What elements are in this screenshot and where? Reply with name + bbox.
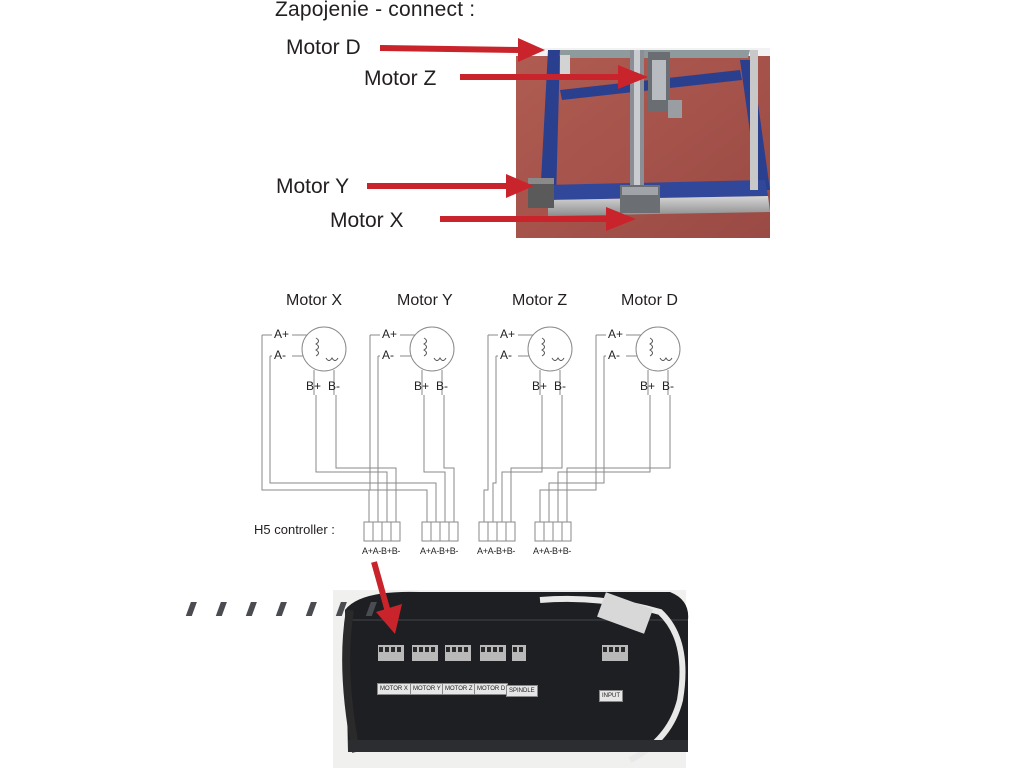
wire <box>539 334 606 522</box>
controller-terminal-block <box>478 521 516 542</box>
motor-title: Motor X <box>286 292 343 309</box>
controller-terminal-block <box>363 521 401 542</box>
controller-terminal-label: A+A-B+B- <box>362 546 401 556</box>
terminal-label-a-plus: A+ <box>382 327 398 341</box>
controller-terminal-label: A+A-B+B- <box>420 546 459 556</box>
controller-terminal-label: A+A-B+B- <box>477 546 516 556</box>
panel-connector <box>512 645 526 661</box>
terminal-label-a-plus: A+ <box>500 327 516 341</box>
terminal-label-a-minus: A- <box>608 348 620 362</box>
terminal-label-b-plus: B+ <box>414 379 430 393</box>
controller-box <box>345 591 689 752</box>
machine-frame <box>528 50 770 216</box>
terminal-label-b-plus: B+ <box>640 379 656 393</box>
terminal-label-a-minus: A- <box>382 348 394 362</box>
motor-title: Motor D <box>621 292 678 309</box>
callout-motor-x: Motor X <box>330 209 404 232</box>
callout-motor-d: Motor D <box>286 36 361 59</box>
panel-label: MOTOR X <box>377 683 411 695</box>
panel-label: INPUT <box>599 690 623 702</box>
terminal-label-b-plus: B+ <box>306 379 322 393</box>
controller-label: H5 controller : <box>254 522 335 537</box>
motor-symbol <box>527 326 573 372</box>
page-title: Zapojenie - connect : <box>275 0 476 21</box>
motor-symbol <box>301 326 347 372</box>
wire <box>557 370 651 522</box>
terminal-label-b-minus: B- <box>328 379 340 393</box>
wire <box>261 334 370 522</box>
wire <box>492 355 498 522</box>
controller-terminal-block <box>534 521 572 542</box>
terminal-label-b-minus: B- <box>662 379 674 393</box>
panel-connector <box>378 645 404 661</box>
panel-label: MOTOR D <box>474 683 509 695</box>
wire <box>369 334 428 522</box>
callout-motor-y: Motor Y <box>276 175 350 198</box>
terminal-label-a-plus: A+ <box>274 327 290 341</box>
panel-label: MOTOR Z <box>442 683 476 695</box>
controller-terminal-block <box>421 521 459 542</box>
wire-group <box>261 334 671 522</box>
motor-symbol <box>409 326 455 372</box>
controller-terminal-label: A+A-B+B- <box>533 546 572 556</box>
terminal-label-a-minus: A- <box>274 348 286 362</box>
panel-connector <box>412 645 438 661</box>
floor-background <box>516 48 770 238</box>
controller-arrow <box>371 561 402 634</box>
motor-title: Motor Y <box>397 292 453 309</box>
panel-label: SPINDLE <box>506 685 538 697</box>
panel-connector <box>480 645 506 661</box>
wire <box>483 334 498 522</box>
terminal-label-a-minus: A- <box>500 348 512 362</box>
terminal-label-b-plus: B+ <box>532 379 548 393</box>
wire <box>333 370 397 522</box>
motor-title: Motor Z <box>512 292 568 309</box>
terminal-label-b-minus: B- <box>554 379 566 393</box>
terminal-label-b-minus: B- <box>436 379 448 393</box>
wire <box>313 370 388 522</box>
panel-connector <box>445 645 471 661</box>
motor-symbol <box>635 326 681 372</box>
callout-motor-z: Motor Z <box>364 67 437 90</box>
wire <box>269 355 379 522</box>
panel-connector <box>602 645 628 661</box>
panel-label: MOTOR Y <box>410 683 444 695</box>
terminal-label-a-plus: A+ <box>608 327 624 341</box>
